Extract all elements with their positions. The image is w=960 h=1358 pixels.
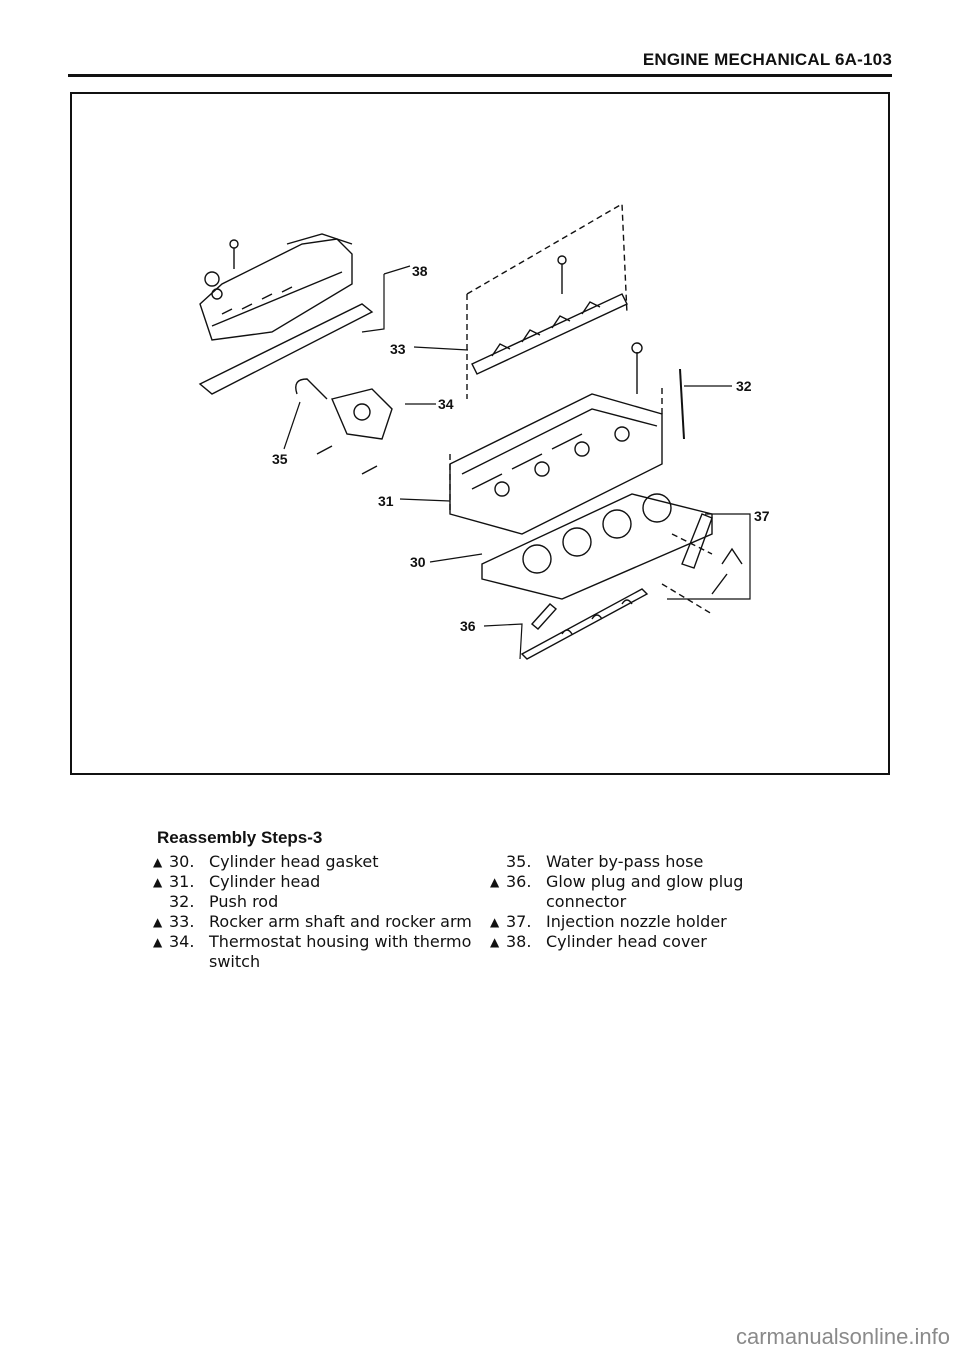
step-item: ▲ 38. Cylinder head cover <box>490 932 790 952</box>
step-number: 34. <box>169 932 195 951</box>
triangle-icon: ▲ <box>153 855 163 869</box>
step-number: 36. <box>506 872 532 891</box>
glow-plug-shape <box>530 603 558 630</box>
callout-36: 36 <box>460 618 476 634</box>
callout-34: 34 <box>438 396 454 412</box>
triangle-icon: ▲ <box>153 915 163 929</box>
watermark-link[interactable]: carmanualsonline.info <box>735 1324 950 1349</box>
steps-right-column: 35. Water by-pass hose ▲ 36. Glow plug and … <box>490 852 790 952</box>
callout-32: 32 <box>736 378 752 394</box>
step-item: 35. Water by-pass hose <box>490 852 790 872</box>
steps-left-column: ▲ 30. Cylinder head gasket ▲ 31. Cylinder he… <box>153 852 483 972</box>
step-text: Rocker arm shaft and rocker arm <box>209 912 472 931</box>
step-number: 33. <box>169 912 195 931</box>
triangle-icon: ▲ <box>153 935 163 949</box>
step-text: Push rod <box>209 892 279 911</box>
callout-37: 37 <box>754 508 770 524</box>
head-gasket-shape <box>481 493 713 600</box>
exploded-view-figure: 38 33 34 35 31 30 32 37 36 <box>70 92 890 775</box>
step-number: 37. <box>506 912 532 931</box>
step-item: 32. Push rod <box>153 892 483 912</box>
step-item: ▲ 31. Cylinder head <box>153 872 483 892</box>
cover-gasket-shape <box>198 303 374 395</box>
engine-diagram: 38 33 34 35 31 30 32 37 36 <box>198 202 770 660</box>
cylinder-head-cover-shape <box>199 238 353 341</box>
step-text: Injection nozzle holder <box>546 912 727 931</box>
section-title: Reassembly Steps-3 <box>157 828 323 847</box>
triangle-icon: ▲ <box>153 875 163 889</box>
step-text: Glow plug and glow plug connector <box>546 872 744 911</box>
callout-38: 38 <box>412 263 428 279</box>
step-item: ▲ 33. Rocker arm shaft and rocker arm <box>153 912 483 932</box>
step-item: ▲ 37. Injection nozzle holder <box>490 912 790 932</box>
bypass-hose-shape <box>295 378 328 400</box>
triangle-icon: ▲ <box>490 875 500 889</box>
step-number: 35. <box>506 852 532 871</box>
cylinder-head-shape <box>449 393 663 535</box>
callout-33: 33 <box>390 341 406 357</box>
step-item: ▲ 30. Cylinder head gasket <box>153 852 483 872</box>
callout-30: 30 <box>410 554 426 570</box>
injection-nozzle-shape <box>681 513 713 569</box>
triangle-icon <box>153 892 169 912</box>
thermostat-housing-shape <box>331 388 393 440</box>
glow-plug-connector-shape <box>520 588 649 660</box>
page-header-title: ENGINE MECHANICAL 6A-103 <box>642 50 892 69</box>
triangle-icon: ▲ <box>490 935 500 949</box>
callout-35: 35 <box>272 451 288 467</box>
step-number: 31. <box>169 872 195 891</box>
step-text: Water by-pass hose <box>546 852 704 871</box>
step-number: 30. <box>169 852 195 871</box>
triangle-icon <box>490 852 506 872</box>
header-rule <box>68 74 892 77</box>
step-number: 38. <box>506 932 532 951</box>
step-text: Cylinder head cover <box>546 932 707 951</box>
rocker-shaft-shape <box>471 293 628 375</box>
step-item: ▲ 36. Glow plug and glow plug connector <box>490 872 790 912</box>
step-text: Cylinder head gasket <box>209 852 379 871</box>
callout-31: 31 <box>378 493 394 509</box>
push-rod-shape <box>679 368 685 440</box>
step-number: 32. <box>169 892 195 911</box>
step-text: Cylinder head <box>209 872 321 891</box>
triangle-icon: ▲ <box>490 915 500 929</box>
step-item: ▲ 34. Thermostat housing with thermo switc… <box>153 932 483 972</box>
step-text: Thermostat housing with thermo switch <box>209 932 472 971</box>
